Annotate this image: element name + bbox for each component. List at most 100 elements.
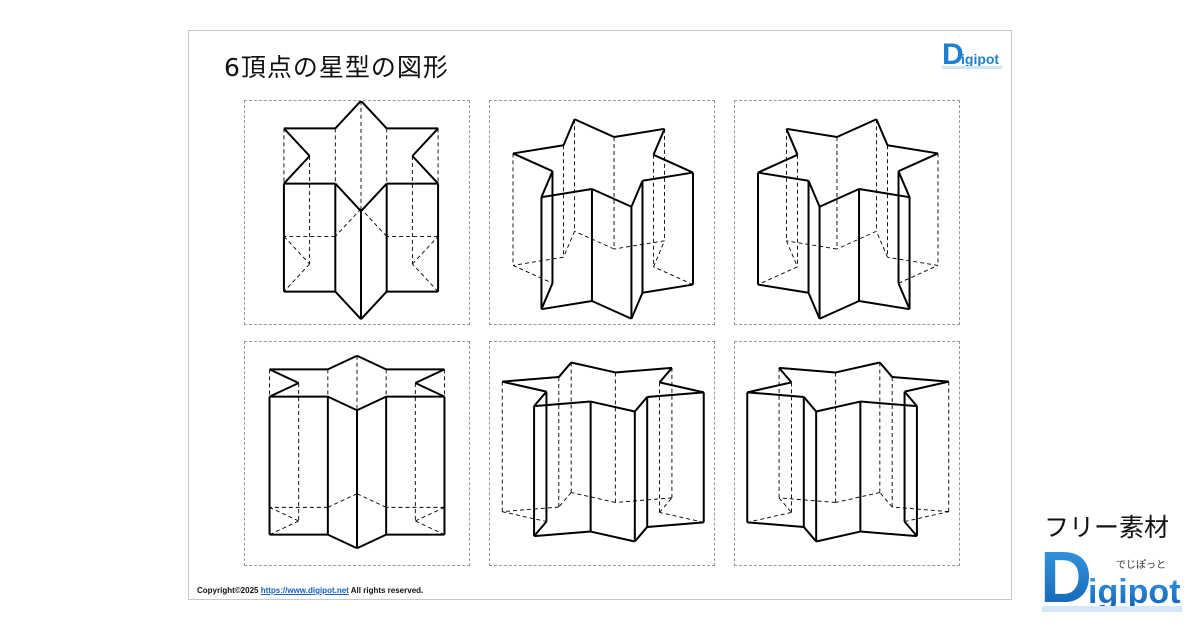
bottom-edge — [356, 533, 387, 550]
top-edge — [533, 390, 548, 407]
top-edge — [803, 396, 817, 413]
hidden-bottom-edge — [283, 263, 310, 292]
hidden-bottom-edge — [269, 506, 299, 522]
top-edge — [757, 153, 798, 174]
bottom-edge — [634, 526, 648, 543]
hidden-bottom-edge — [659, 511, 704, 523]
top-edge — [836, 118, 877, 138]
bottom-edge — [541, 299, 593, 311]
copyright-text: Copyright©2025 — [197, 586, 259, 595]
top-edge — [414, 368, 445, 384]
bottom-edge — [647, 521, 704, 528]
document-sheet — [188, 30, 1012, 600]
hidden-bottom-edge — [835, 492, 880, 503]
top-edge — [875, 118, 889, 146]
top-edge — [512, 144, 564, 155]
figure-panel-4 — [244, 341, 470, 566]
hidden-bottom-edge — [786, 240, 798, 267]
bottom-edge — [747, 521, 804, 528]
star-prism-rotated-right-low — [501, 361, 705, 543]
hidden-bottom-edge — [412, 236, 439, 265]
hidden-bottom-edge — [327, 493, 358, 508]
top-edge — [903, 390, 918, 407]
hidden-bottom-edge — [786, 240, 838, 250]
hidden-bottom-edge — [558, 492, 572, 508]
hidden-bottom-edge — [653, 240, 665, 267]
hidden-bottom-edge — [613, 240, 665, 250]
top-edge — [283, 127, 311, 157]
top-edge — [653, 153, 694, 174]
figure-panel-2 — [489, 100, 715, 325]
hidden-bottom-edge — [502, 511, 547, 523]
figure-panel-1 — [244, 100, 470, 325]
top-edge — [502, 376, 559, 383]
top-edge — [659, 381, 704, 394]
top-edge — [778, 367, 793, 384]
hidden-bottom-edge — [876, 231, 888, 258]
top-edge — [558, 361, 572, 378]
hidden-bottom-edge — [887, 256, 939, 266]
top-edge — [269, 368, 300, 384]
hidden-bottom-edge — [502, 506, 559, 513]
bottom-edge — [327, 533, 358, 550]
top-edge — [540, 170, 554, 198]
hidden-bottom-edge — [779, 497, 836, 503]
top-edge — [269, 382, 300, 398]
hidden-bottom-edge — [778, 497, 792, 513]
svg-text:D: D — [942, 38, 964, 70]
copyright-line: Copyright©2025 https://www.digipot.net A… — [197, 586, 423, 595]
figure-panel-3 — [734, 100, 960, 325]
top-edge — [327, 395, 358, 412]
top-edge — [786, 127, 838, 139]
hidden-bottom-edge — [412, 263, 439, 292]
hidden-bottom-edge — [659, 497, 673, 513]
hidden-bottom-edge — [356, 493, 387, 508]
top-edge — [879, 361, 893, 378]
hidden-bottom-edge — [615, 497, 672, 503]
site-link[interactable]: https://www.digipot.net — [260, 586, 349, 595]
top-edge — [747, 391, 804, 398]
bottom-edge — [360, 290, 388, 320]
top-edge — [904, 380, 949, 393]
top-edge — [642, 171, 694, 182]
svg-text:igipot: igipot — [1088, 573, 1181, 611]
top-edge — [652, 128, 666, 156]
top-edge — [541, 187, 593, 199]
bottom-edge — [590, 530, 636, 543]
hidden-bottom-edge — [512, 265, 553, 284]
hidden-bottom-edge — [836, 230, 877, 250]
top-edge — [360, 101, 388, 130]
top-edge — [562, 118, 576, 146]
hidden-bottom-edge — [269, 520, 299, 536]
bottom-edge — [803, 526, 817, 543]
top-edge — [574, 118, 615, 138]
star-prism-front-high — [282, 101, 440, 320]
top-edge — [897, 170, 911, 198]
digipot-logo-small: D igipot — [942, 38, 1002, 70]
top-edge — [411, 127, 439, 157]
top-edge — [570, 361, 616, 374]
top-edge — [591, 188, 632, 208]
top-edge — [334, 182, 362, 212]
bottom-edge — [819, 300, 860, 320]
hidden-bottom-edge — [574, 230, 615, 250]
hidden-bottom-edge — [747, 511, 792, 523]
bottom-edge — [334, 290, 362, 320]
top-edge — [815, 400, 861, 413]
hidden-bottom-edge — [334, 208, 362, 237]
top-edge — [613, 127, 665, 139]
hidden-bottom-edge — [571, 492, 616, 503]
top-edge — [835, 361, 881, 374]
figure-panel-5 — [489, 341, 715, 566]
top-edge — [892, 376, 949, 383]
top-edge — [785, 128, 799, 156]
rights-text: All rights reserved. — [350, 586, 424, 595]
star-prism-rotated-left-high — [757, 118, 939, 320]
hidden-bottom-edge — [757, 266, 798, 285]
bottom-edge — [860, 530, 918, 538]
bottom-edge — [858, 299, 910, 311]
hidden-bottom-edge — [512, 256, 564, 266]
top-edge — [887, 144, 939, 155]
bottom-edge — [533, 530, 591, 538]
hidden-bottom-edge — [904, 511, 949, 523]
